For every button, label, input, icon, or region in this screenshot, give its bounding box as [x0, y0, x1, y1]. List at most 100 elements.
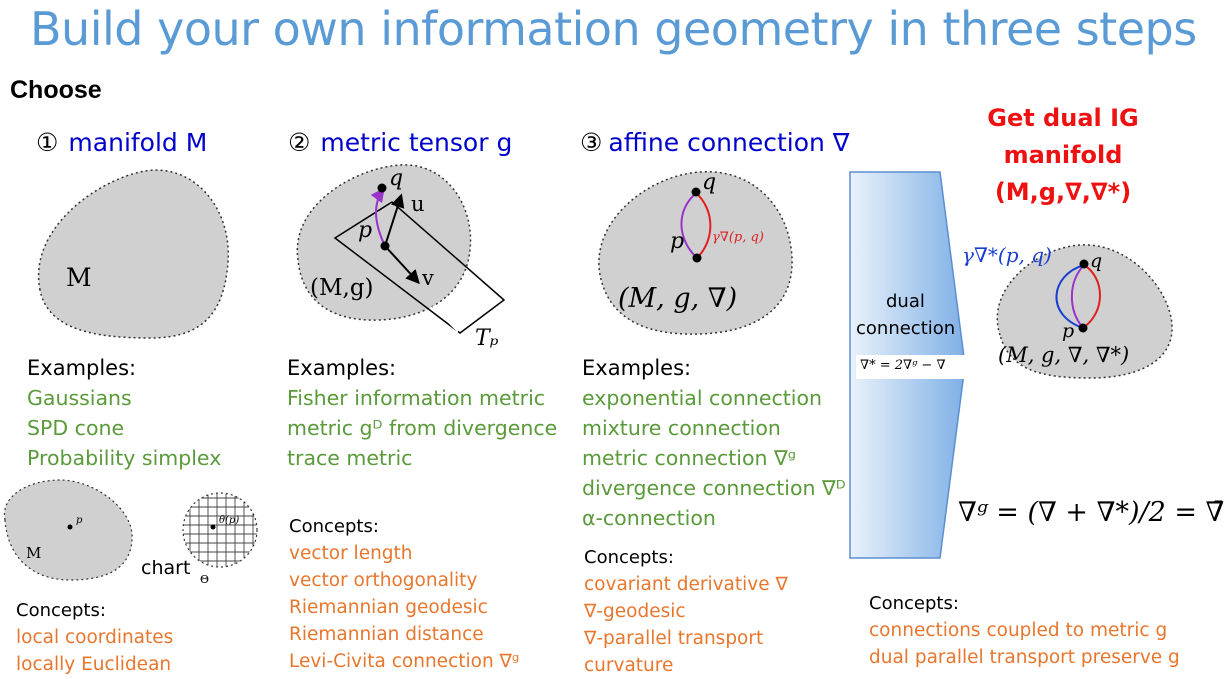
chart-circle: [182, 492, 258, 568]
list-item: Gaussians: [27, 386, 132, 410]
diagram-graphics: [3, 164, 1173, 581]
choose-heading: Choose: [10, 76, 102, 104]
geodesic-purple-4: [1070, 264, 1085, 329]
label-gamma-star: γ∇*(p, q): [962, 243, 1052, 267]
list-item: covariant derivative ∇: [584, 574, 788, 595]
chart-point: [210, 524, 216, 530]
label-q-2: q: [389, 166, 404, 191]
point-q-4: [1079, 259, 1089, 269]
list-item: metric connection ∇ᵍ: [582, 446, 797, 470]
list-item: Riemannian geodesic: [289, 597, 488, 618]
label-Tp: Tₚ: [475, 326, 499, 351]
geodesic-curve-2: [370, 187, 386, 247]
label-Mgnablastar: (M, g, ∇, ∇*): [998, 343, 1130, 367]
col4-concepts-heading: Concepts:: [869, 593, 959, 614]
result-line-3: (M,g,∇,∇*): [994, 178, 1132, 206]
vector-u: [384, 193, 405, 247]
page-title: Build your own information geometry in t…: [30, 2, 1197, 56]
arrow-formula-box: [856, 355, 970, 379]
step-1-label: manifold M: [68, 128, 208, 157]
tangent-plane: [333, 201, 506, 334]
list-item: divergence connection ∇ᴰ: [582, 476, 846, 500]
small-manifold-blob: [3, 479, 133, 581]
list-item: Probability simplex: [27, 446, 222, 470]
label-v: v: [422, 266, 434, 290]
point-p-2: [380, 241, 390, 251]
point-q-3: [691, 187, 701, 197]
list-item: dual parallel transport preserve g: [869, 647, 1180, 668]
label-q-4: q: [1090, 250, 1103, 272]
list-item: α-connection: [582, 506, 716, 530]
label-Theta: Θ: [200, 573, 210, 586]
step-2-number: ②: [288, 128, 311, 157]
label-u: u: [411, 192, 425, 216]
label-q-3: q: [702, 170, 717, 195]
col3-examples-heading: Examples:: [582, 356, 692, 380]
col4-concepts-list: connections coupled to metric g dual par…: [869, 617, 1180, 671]
list-item: locally Euclidean: [16, 654, 172, 675]
col3-concepts-heading: Concepts:: [584, 547, 674, 568]
list-item: ∇-geodesic: [584, 601, 686, 622]
manifold-blob-3: [598, 171, 793, 335]
step-2-label: metric tensor g: [320, 128, 513, 157]
col1-concepts-list: local coordinates locally Euclidean: [16, 624, 173, 678]
list-item: vector orthogonality: [289, 570, 478, 591]
small-point-p: [67, 524, 73, 530]
col1-concepts-heading: Concepts:: [16, 600, 106, 621]
col1-examples-list: Gaussians SPD cone Probability simplex: [27, 383, 221, 473]
result-line-1: Get dual IG: [987, 104, 1139, 132]
col2-concepts-list: vector length vector orthogonality Riema…: [289, 540, 519, 675]
label-small-p: p: [76, 515, 83, 526]
step-3-number: ③: [580, 128, 603, 157]
step-2-heading: ② metric tensor g: [288, 128, 512, 157]
result-heading: Get dual IG manifold (M,g,∇,∇*): [968, 100, 1158, 211]
arrow-text-connection: connection: [856, 318, 956, 339]
step-1-number: ①: [36, 128, 59, 157]
arrow-formula: ∇* = 2∇ᵍ − ∇: [860, 358, 946, 373]
point-q-2: [377, 183, 387, 193]
list-item: SPD cone: [27, 416, 125, 440]
label-p-2: p: [358, 218, 373, 243]
list-item: Fisher information metric: [287, 386, 546, 410]
vector-v: [384, 245, 420, 285]
manifold-blob-1: [37, 169, 229, 339]
list-item: local coordinates: [16, 627, 174, 648]
label-M: M: [66, 263, 92, 292]
list-item: exponential connection: [582, 386, 822, 410]
manifold-blob-4: [996, 244, 1173, 379]
col3-concepts-list: covariant derivative ∇ ∇-geodesic ∇-para…: [584, 571, 788, 679]
list-item: trace metric: [287, 446, 413, 470]
label-p-3: p: [670, 229, 685, 254]
list-item: curvature: [584, 655, 674, 676]
formula-levi-civita: ∇ᵍ = (∇ + ∇*)/2 = ∇̄: [958, 497, 1224, 528]
list-item: Riemannian distance: [289, 624, 484, 645]
geodesic-blue-4: [1055, 264, 1085, 329]
step-1-heading: ① manifold M: [36, 128, 207, 157]
label-Mgnabla: (M, g, ∇): [618, 283, 738, 314]
list-item: ∇-parallel transport: [584, 628, 764, 649]
point-p-3: [692, 253, 702, 263]
col2-concepts-heading: Concepts:: [289, 516, 379, 537]
label-gamma-nabla: γ∇(p, q): [712, 230, 764, 245]
label-p-4: p: [1062, 320, 1075, 342]
col1-examples-heading: Examples:: [27, 356, 137, 380]
result-line-2: manifold: [1003, 141, 1123, 169]
list-item: metric gᴰ from divergence: [287, 416, 558, 440]
step-3-label: affine connection ∇: [608, 128, 850, 157]
geodesic-purple-3: [680, 192, 698, 259]
arrow-text-dual: dual: [886, 291, 925, 312]
chart-label: chart: [141, 557, 191, 579]
list-item: connections coupled to metric g: [869, 620, 1168, 641]
geodesic-red-3: [695, 192, 712, 259]
geodesic-red-4: [1082, 264, 1101, 329]
label-theta-p: θ(p): [219, 515, 240, 526]
point-p-4: [1078, 323, 1088, 333]
col2-examples-heading: Examples:: [287, 356, 397, 380]
list-item: vector length: [289, 543, 413, 564]
label-small-M: M: [26, 544, 42, 562]
list-item: Levi-Civita connection ∇ᵍ: [289, 651, 520, 672]
col2-examples-list: Fisher information metric metric gᴰ from…: [287, 383, 557, 473]
label-Mg: (M,g): [310, 275, 374, 301]
col3-examples-list: exponential connection mixture connectio…: [582, 383, 846, 533]
